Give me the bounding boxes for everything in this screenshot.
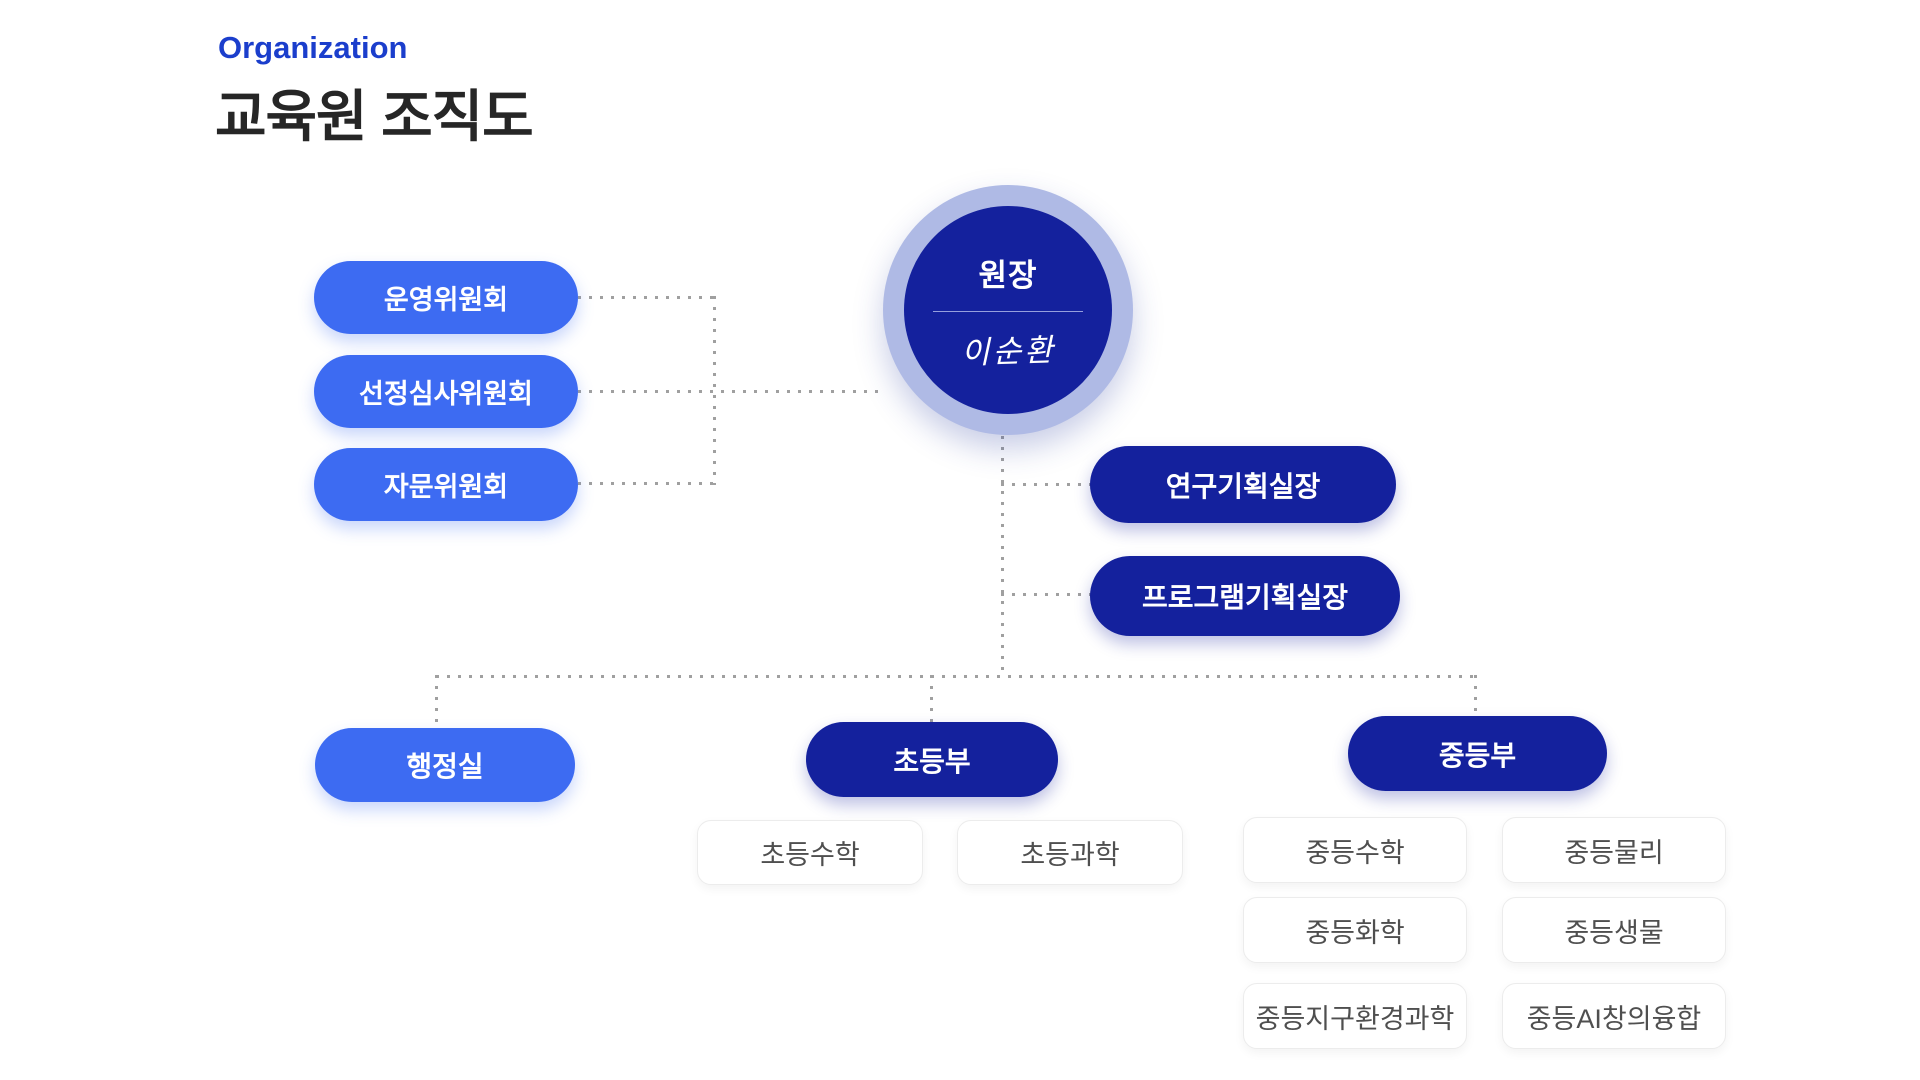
card-label: 중등수학 <box>1305 837 1405 868</box>
node-label: 프로그램기획실장 <box>1141 582 1349 613</box>
connector-committee2-h <box>578 390 886 393</box>
card-secondary-physics: 중등물리 <box>1502 817 1726 883</box>
page-title: 교육원 조직도 <box>215 85 534 148</box>
card-secondary-earth-science: 중등지구환경과학 <box>1243 983 1467 1049</box>
section-eyebrow: Organization <box>218 30 408 65</box>
connector-admin-drop <box>435 675 438 729</box>
connector-secondary-drop <box>1474 675 1477 717</box>
director-divider <box>933 310 1083 312</box>
node-label: 연구기획실장 <box>1165 470 1321 502</box>
director-role: 원장 <box>978 257 1038 293</box>
connector-committee1-h <box>578 296 715 299</box>
card-secondary-ai-convergence: 중등AI창의융합 <box>1502 983 1726 1049</box>
node-selection-review-committee: 선정심사위원회 <box>314 355 578 428</box>
card-label: 중등물리 <box>1564 837 1664 868</box>
connector-director-v <box>1001 436 1004 677</box>
node-label: 행정실 <box>406 751 484 782</box>
connector-elementary-drop <box>930 675 933 723</box>
node-steering-committee: 운영위원회 <box>314 261 578 334</box>
node-label: 중등부 <box>1438 739 1517 771</box>
card-secondary-chemistry: 중등화학 <box>1243 897 1467 963</box>
connector-office1-h <box>1001 483 1091 486</box>
connector-committee-v <box>713 296 716 485</box>
connector-main-h <box>436 675 1477 678</box>
card-elementary-math: 초등수학 <box>697 820 923 885</box>
node-director: 원장 이순환 <box>883 185 1133 435</box>
connector-committee3-h <box>578 482 715 485</box>
node-elementary-division: 초등부 <box>806 722 1058 797</box>
card-secondary-biology: 중등생물 <box>1502 897 1726 963</box>
card-label: 중등화학 <box>1305 917 1405 948</box>
node-research-planning-office: 연구기획실장 <box>1090 446 1396 523</box>
card-label: 중등지구환경과학 <box>1255 1003 1455 1034</box>
card-secondary-math: 중등수학 <box>1243 817 1467 883</box>
card-label: 중등AI창의융합 <box>1526 1003 1702 1034</box>
node-advisory-committee: 자문위원회 <box>314 448 578 521</box>
director-name: 이순환 <box>960 331 1056 371</box>
card-label: 중등생물 <box>1564 917 1664 948</box>
node-secondary-division: 중등부 <box>1348 716 1607 791</box>
director-inner-circle: 원장 이순환 <box>904 206 1112 414</box>
node-label: 자문위원회 <box>383 472 509 502</box>
node-label: 초등부 <box>893 745 971 777</box>
card-label: 초등과학 <box>1020 840 1120 870</box>
node-label: 선정심사위원회 <box>359 379 533 409</box>
node-admin-office: 행정실 <box>315 728 575 802</box>
connector-office2-h <box>1001 593 1091 596</box>
card-elementary-science: 초등과학 <box>957 820 1183 885</box>
node-program-planning-office: 프로그램기획실장 <box>1090 556 1400 636</box>
node-label: 운영위원회 <box>383 285 509 315</box>
card-label: 초등수학 <box>760 840 860 870</box>
